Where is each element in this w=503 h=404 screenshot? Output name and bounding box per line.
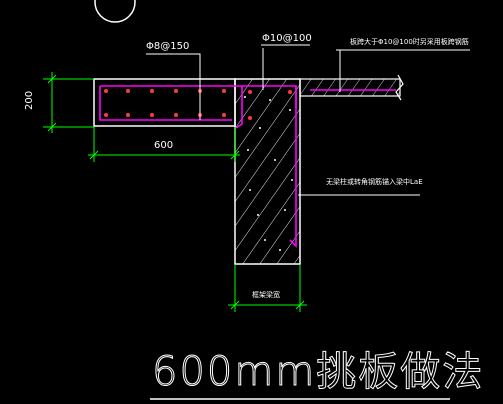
frame-beam	[234, 78, 301, 265]
distribution-rebar-dots	[104, 89, 292, 120]
dimension-width-label: 600	[154, 140, 174, 151]
dimension-lines	[43, 72, 307, 312]
dimension-height-label: 200	[24, 90, 35, 110]
circle-mark-number: 6	[109, 0, 118, 10]
note-top-right: 板跨大于Φ10@100时另采用板跨钢筋	[350, 38, 469, 46]
slab-rebar	[99, 85, 396, 248]
drawing-title: 600mm挑板做法	[151, 349, 485, 395]
rebar-spec-slab: Φ8@150	[146, 41, 190, 52]
note-anchorage: 无梁柱或转角钢筋锚入梁中LaE	[326, 178, 423, 186]
rebar-spec-beam: Φ10@100	[262, 33, 312, 44]
leader-lines	[146, 44, 470, 196]
section-circle-mark	[94, 0, 136, 23]
beam-width-label: 框架梁宽	[252, 291, 280, 299]
adjacent-slab	[299, 74, 404, 101]
